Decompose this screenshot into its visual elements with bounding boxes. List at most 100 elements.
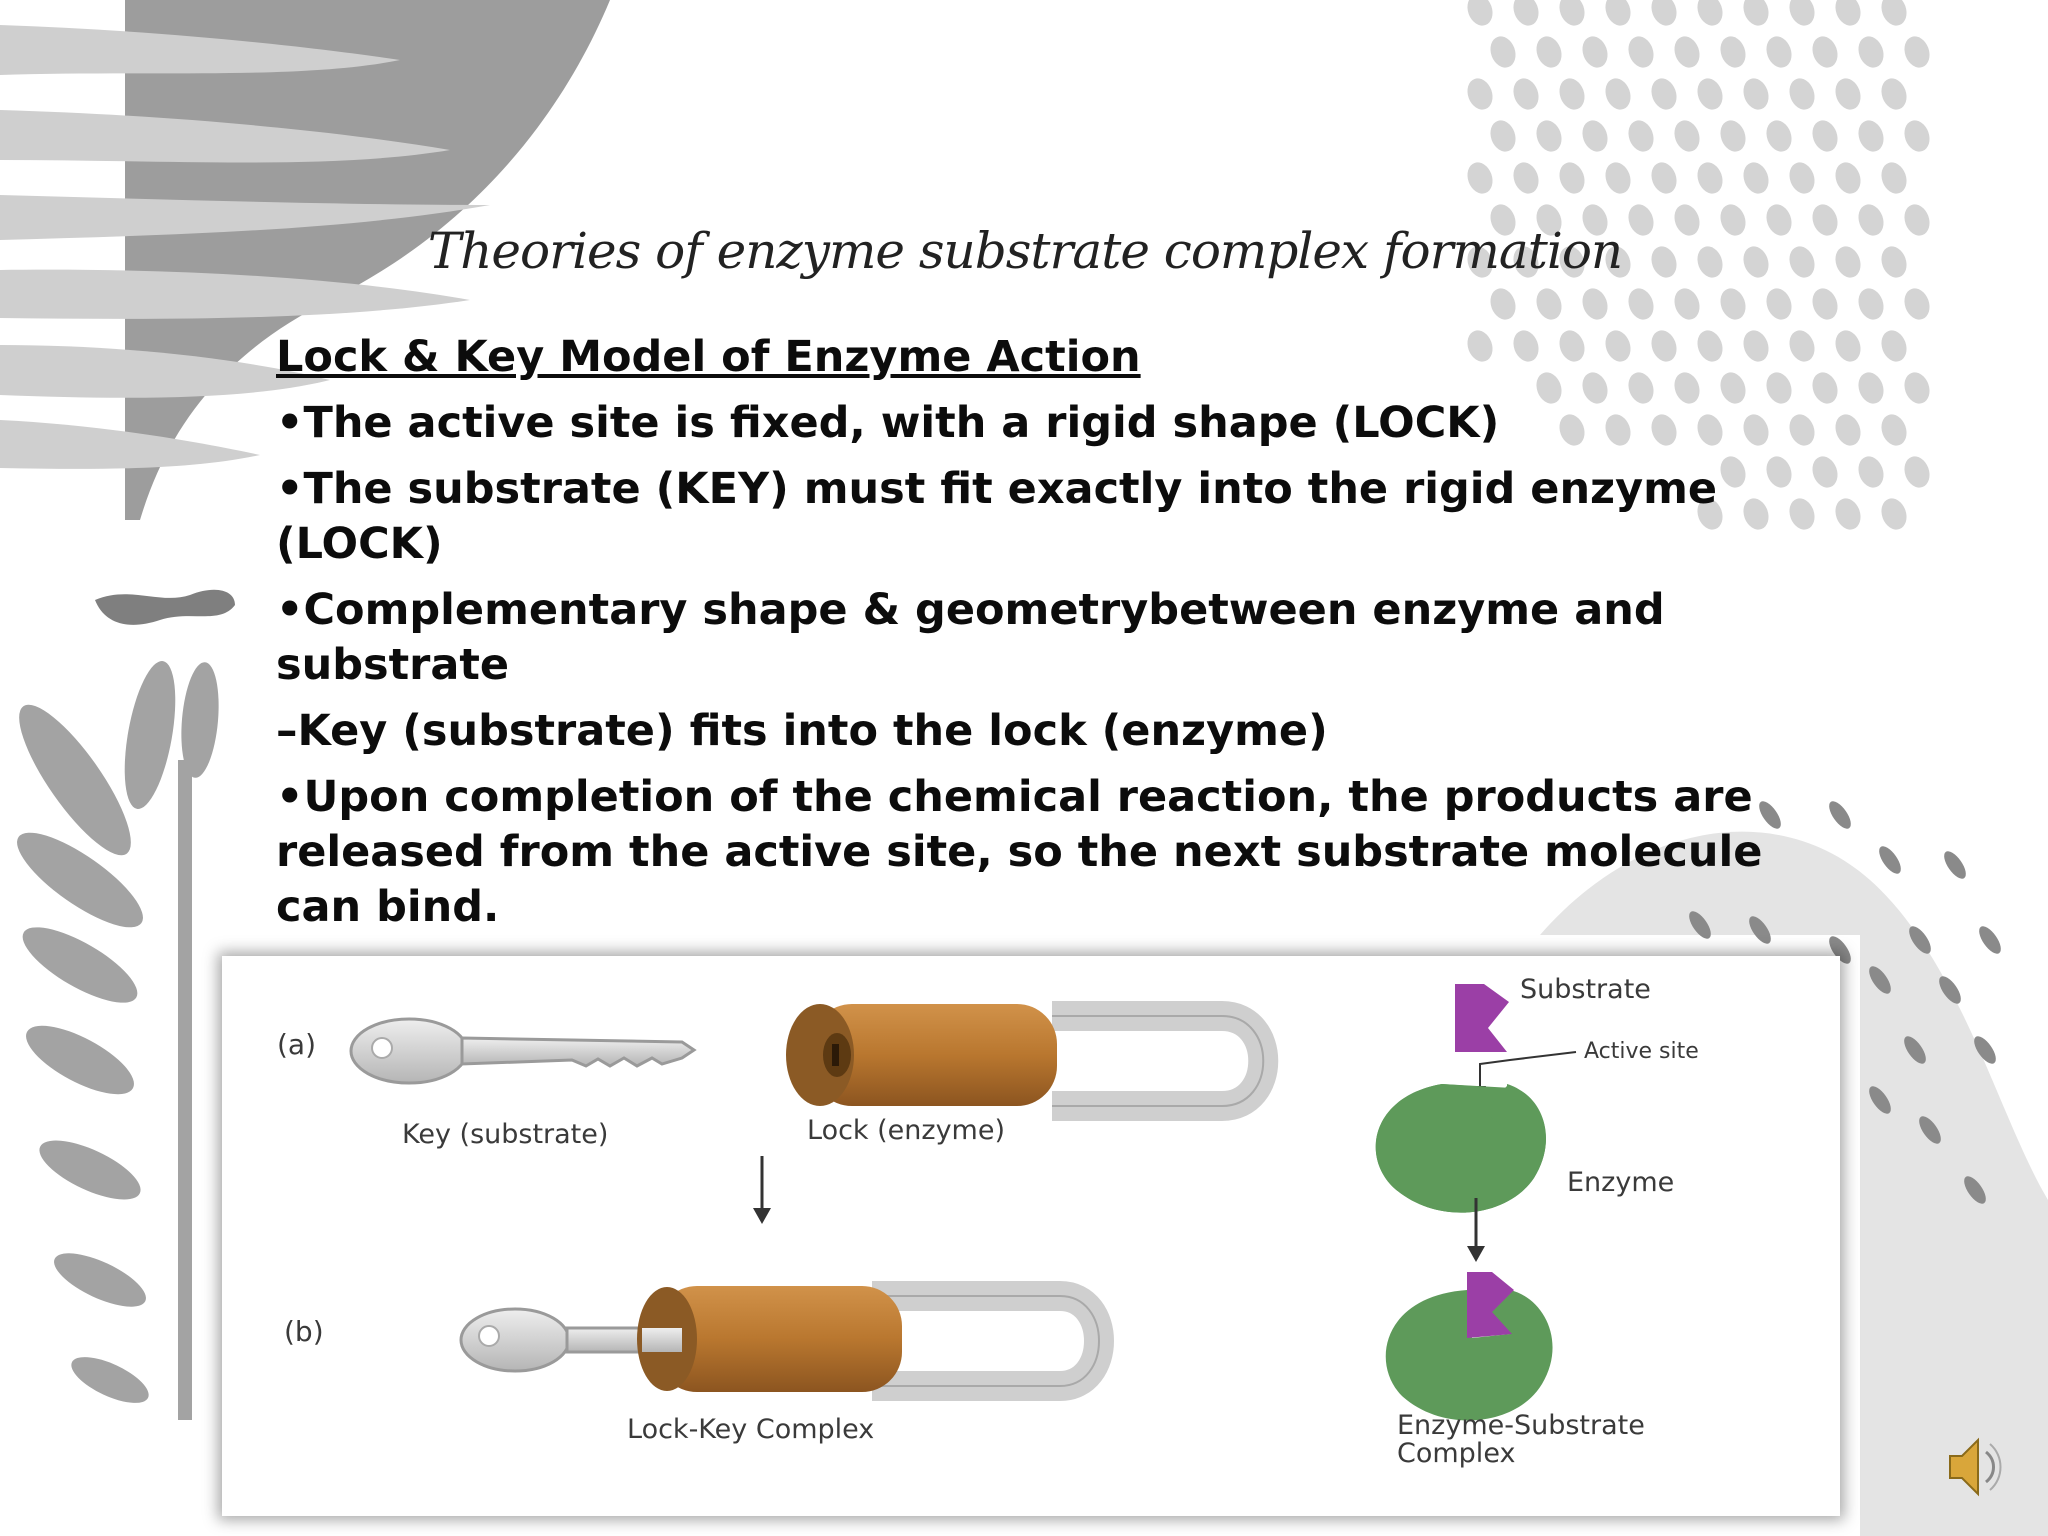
streak-mark [1979, 926, 2001, 954]
streak-mark [1749, 916, 1771, 944]
dot-shape [1628, 288, 1654, 320]
dot-shape [1904, 36, 1930, 68]
dot-shape [1881, 330, 1907, 362]
streak-mark [1904, 1036, 1926, 1064]
dot-shape [1490, 36, 1516, 68]
dot-shape [1766, 372, 1792, 404]
dot-shape [1674, 36, 1700, 68]
dot-shape [1835, 414, 1861, 446]
dot-shape [1812, 204, 1838, 236]
dot-shape [1743, 498, 1769, 530]
dot-shape [1881, 414, 1907, 446]
dot-shape [1697, 330, 1723, 362]
dot-shape [1835, 330, 1861, 362]
dot-shape [1743, 246, 1769, 278]
bullet-item: •Upon completion of the chemical reactio… [276, 772, 1763, 932]
leaf-shape [124, 661, 176, 809]
dot-shape [1605, 0, 1631, 26]
dot-shape [1490, 288, 1516, 320]
dot-shape [1651, 162, 1677, 194]
dot-shape [1605, 78, 1631, 110]
dot-shape [1743, 162, 1769, 194]
dot-shape [1513, 162, 1539, 194]
streak-mark [1944, 851, 1966, 879]
dot-shape [1582, 372, 1608, 404]
figure-illustration: (a) Key (substrate) Lock (enzyme) [277, 974, 1699, 1469]
dot-shape [1904, 120, 1930, 152]
streak-mark [1829, 801, 1851, 829]
bullet-item: •The substrate (KEY) must fit exactly in… [276, 464, 1718, 569]
streak-mark [1869, 966, 1891, 994]
dot-shape [1881, 246, 1907, 278]
dot-shape [1789, 0, 1815, 26]
dot-shape [1605, 162, 1631, 194]
dot-shape [1651, 0, 1677, 26]
dot-shape [1559, 246, 1585, 278]
dot-shape [1835, 0, 1861, 26]
key-label: Key (substrate) [402, 1119, 608, 1150]
dot-shape [1743, 330, 1769, 362]
streak-mark [1919, 1116, 1941, 1144]
streak-mark [1759, 801, 1781, 829]
dot-shape [1467, 246, 1493, 278]
dot-shape [1720, 204, 1746, 236]
streak-shape [0, 345, 330, 398]
dot-shape [1697, 78, 1723, 110]
dot-shape [1605, 414, 1631, 446]
arrow-down-icon [753, 1156, 771, 1224]
dot-shape [1628, 120, 1654, 152]
dot-shape [1605, 330, 1631, 362]
bullet-item: •The active site is fixed, with a rigid … [276, 398, 1500, 448]
speaker-icon[interactable] [1944, 1432, 2004, 1502]
streak-shape [0, 110, 450, 163]
streak-shape [0, 420, 260, 469]
lock-icon [786, 1001, 1279, 1121]
dot-shape [1467, 0, 1493, 26]
dot-shape [1674, 288, 1700, 320]
stem-shape [178, 760, 192, 1420]
dot-shape [1789, 246, 1815, 278]
dot-shape [1582, 288, 1608, 320]
enzyme-label: Enzyme [1567, 1167, 1674, 1198]
dot-shape [1812, 456, 1838, 488]
dot-shape [1582, 36, 1608, 68]
lock-key-complex-icon [459, 1281, 1114, 1401]
dot-shape [1720, 372, 1746, 404]
lock-and-key-figure: (a) Key (substrate) Lock (enzyme) [222, 956, 1840, 1516]
dot-shape [1513, 330, 1539, 362]
dot-shape [1766, 36, 1792, 68]
dot-shape [1513, 78, 1539, 110]
dot-shape [1720, 120, 1746, 152]
dot-shape [1697, 498, 1723, 530]
streak-mark [1974, 1036, 1996, 1064]
dot-shape [1720, 288, 1746, 320]
dot-shape [1720, 456, 1746, 488]
slide-body: Lock & Key Model of Enzyme Action •The a… [276, 330, 1776, 946]
dot-shape [1559, 0, 1585, 26]
leaf-shape [39, 1140, 141, 1200]
dot-shape [1697, 0, 1723, 26]
dot-shape [1858, 372, 1884, 404]
dot-shape [1490, 204, 1516, 236]
streak-pattern [1689, 801, 2001, 1204]
figure-label-b: (b) [284, 1315, 324, 1348]
streak-mark [1909, 926, 1931, 954]
leaf-shape [71, 1357, 149, 1403]
dot-shape [1812, 372, 1838, 404]
dot-shape [1743, 78, 1769, 110]
key-icon [349, 1017, 697, 1085]
es-complex-label-line1: Enzyme-Substrate [1397, 1410, 1645, 1441]
active-site-label: Active site [1584, 1039, 1699, 1064]
dot-shape [1582, 204, 1608, 236]
dot-shape [1513, 246, 1539, 278]
dot-shape [1651, 78, 1677, 110]
dot-shape [1559, 330, 1585, 362]
dot-shape [1536, 36, 1562, 68]
dot-shape [1628, 36, 1654, 68]
es-complex-label-line2: Complex [1397, 1438, 1515, 1469]
dot-shape [1605, 246, 1631, 278]
dot-shape [1812, 288, 1838, 320]
dot-shape [1651, 246, 1677, 278]
dot-shape [1789, 78, 1815, 110]
